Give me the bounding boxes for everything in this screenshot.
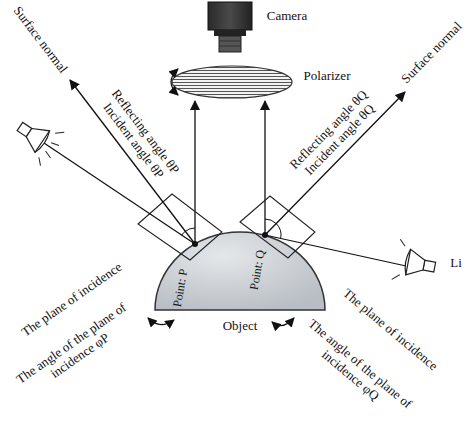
rotation-arrow	[171, 69, 178, 95]
angle-arc	[265, 219, 276, 224]
camera-lens	[219, 36, 241, 52]
lens-ring	[219, 46, 241, 47]
plane-angle-arrow	[148, 318, 174, 325]
light-lamp	[392, 239, 439, 287]
lens-ring	[219, 41, 241, 42]
incident-ray	[265, 235, 406, 266]
angle-arc	[276, 224, 281, 239]
surface-normal-arrow	[70, 80, 195, 244]
normal-label: Surface normal	[399, 19, 465, 86]
angle-arc	[185, 228, 195, 231]
point-label: Point: P	[171, 268, 191, 308]
point-marker	[192, 241, 198, 247]
plane-angle-arrow	[272, 318, 294, 326]
polarizer-disc	[172, 66, 292, 98]
reflected-ray	[264, 101, 265, 235]
polarizer-label: Polarizer	[304, 69, 351, 84]
reflected-ray	[194, 101, 195, 244]
object-label: Object	[223, 319, 258, 334]
angle-arc	[182, 231, 186, 235]
light-label: Li	[450, 256, 462, 271]
plane-angle-label: The angle of the plane of incidence φP	[10, 298, 142, 403]
object-dome	[155, 232, 325, 310]
camera-label: Camera	[267, 9, 307, 24]
plane-of-incidence	[240, 196, 315, 258]
camera-mount	[214, 30, 246, 36]
light-lamp	[8, 110, 67, 168]
point-marker	[262, 232, 268, 238]
point-label: Point: Q	[248, 249, 269, 291]
plane-of-incidence	[138, 194, 222, 260]
normal-label: Surface normal	[10, 4, 70, 77]
camera-body	[208, 2, 252, 30]
camera-icon	[208, 2, 252, 52]
